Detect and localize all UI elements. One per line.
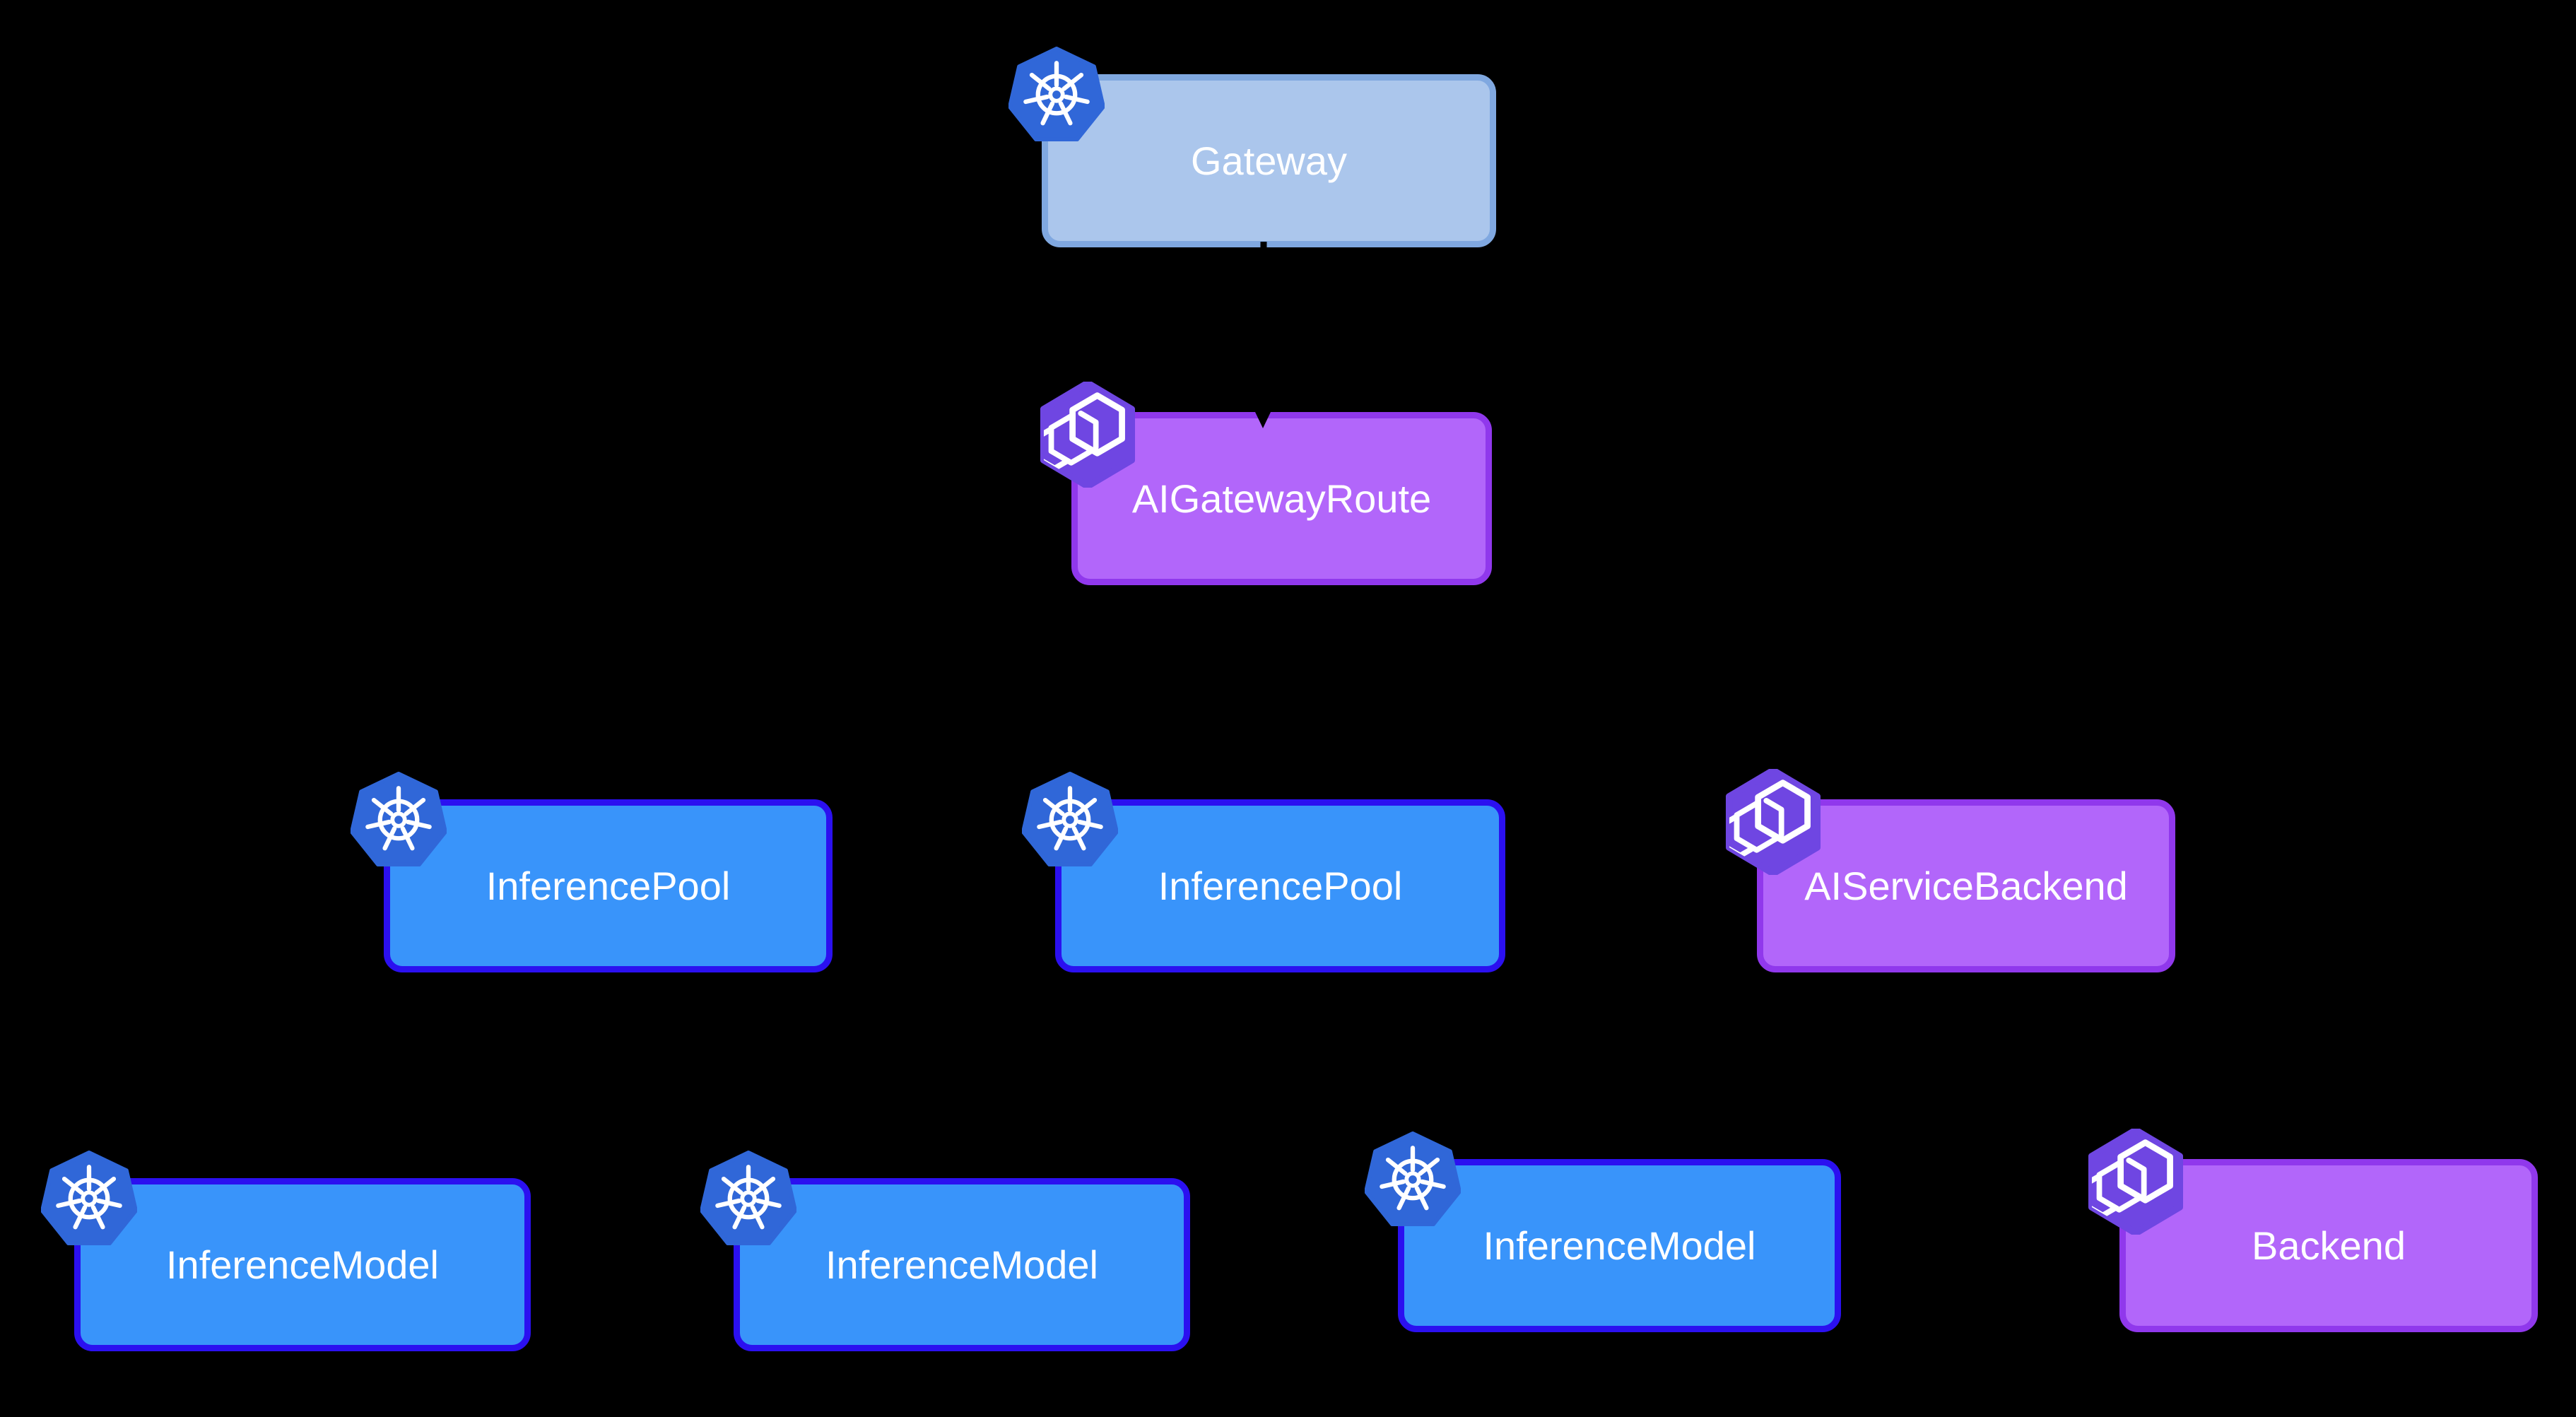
envoy-ai-gateway-icon [1725,769,1821,875]
node-label: InferencePool [486,863,731,908]
edge-aigatewayroute-to-aiservicebackend [1280,589,1976,792]
edge-inferencepool-2-to-inferencemodel-3 [1278,976,1628,1145]
envoy-ai-gateway-icon [2088,1129,2184,1235]
node-inferencemodel-1: InferenceModel [74,1178,531,1351]
edge-aigatewayroute-to-inferencepool-2 [1261,592,1300,791]
kubernetes-icon [1365,1131,1461,1228]
node-gateway: Gateway [1042,74,1496,247]
edge-inferencepool-1-to-inferencemodel-1 [294,977,610,1164]
kubernetes-icon [700,1151,796,1247]
node-inferencemodel-2: InferenceModel [734,1178,1190,1351]
edge-aigatewayroute-to-inferencepool-1 [607,589,1283,792]
kubernetes-icon [1022,772,1118,868]
node-inferencepool-2: InferencePool [1055,799,1505,972]
edge-aiservicebackend-to-backend [1965,976,2338,1146]
node-label: Gateway [1191,138,1347,183]
kubernetes-icon [1008,47,1105,143]
node-label: InferencePool [1158,863,1403,908]
edge-inferencepool-1-to-inferencemodel-2 [606,976,971,1164]
node-label: InferenceModel [165,1242,439,1287]
node-label: InferenceModel [825,1242,1098,1287]
envoy-ai-gateway-icon [1040,382,1136,488]
node-inferencepool-1: InferencePool [384,799,833,972]
edge-gateway-to-aigatewayroute [1259,241,1267,401]
node-label: Backend [2252,1223,2406,1268]
kubernetes-icon [351,772,447,868]
kubernetes-icon [41,1151,137,1247]
node-aiservicebackend: AIServiceBackend [1757,799,2175,972]
node-backend: Backend [2119,1159,2538,1332]
node-label: AIServiceBackend [1804,863,2128,908]
node-aigatewayroute: AIGatewayRoute [1071,412,1492,585]
node-label: InferenceModel [1483,1223,1756,1268]
node-label: AIGatewayRoute [1131,476,1432,521]
node-inferencemodel-3: InferenceModel [1398,1159,1841,1332]
